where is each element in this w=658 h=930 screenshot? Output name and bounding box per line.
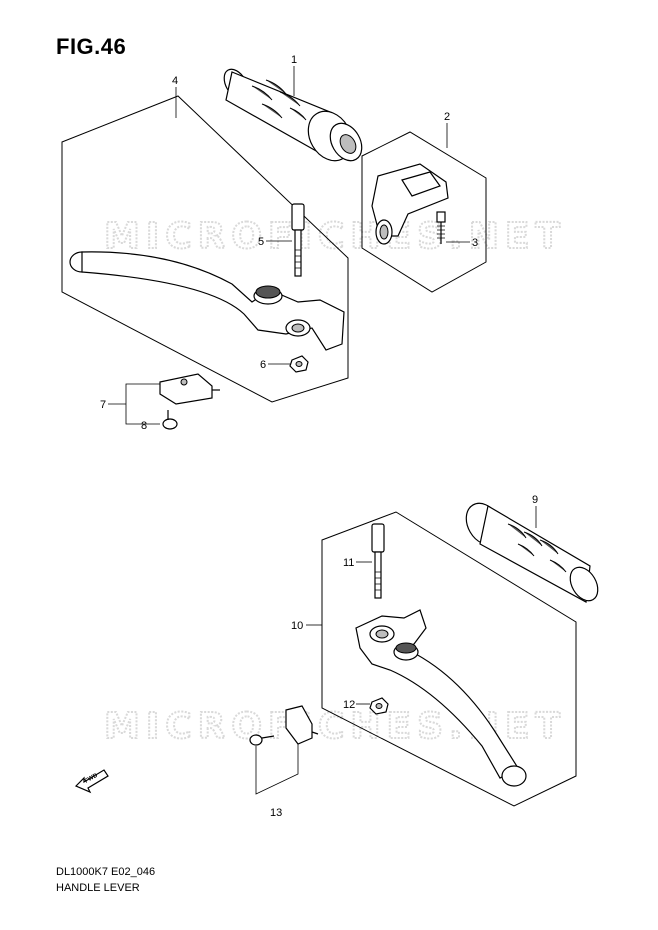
callout-3: 3 xyxy=(472,237,478,249)
callout-6: 6 xyxy=(260,359,266,371)
switch-screw xyxy=(162,410,178,430)
front-brake-switch xyxy=(159,373,220,405)
clutch-pivot-bolt xyxy=(371,523,385,599)
callout-13: 13 xyxy=(270,807,282,819)
clutch-lever xyxy=(355,609,527,787)
callout-11: 11 xyxy=(343,557,354,569)
lever-pivot-bolt xyxy=(291,203,305,277)
callout-5: 5 xyxy=(258,236,264,248)
callout-2: 2 xyxy=(444,111,450,123)
clutch-pivot-nut xyxy=(369,697,389,715)
watermark-top: MICROFICHES.NET xyxy=(104,216,566,257)
callout-1: 1 xyxy=(291,54,297,66)
model-code: DL1000K7 E02_046 xyxy=(56,866,156,878)
callout-7: 7 xyxy=(100,399,106,411)
callout-4: 4 xyxy=(172,75,178,87)
callout-8: 8 xyxy=(141,420,147,432)
callout-9: 9 xyxy=(532,494,538,506)
pivot-nut xyxy=(289,355,309,373)
brake-lever xyxy=(69,251,345,351)
forward-direction-arrow: FWD xyxy=(74,769,109,794)
section-name: HANDLE LEVER xyxy=(56,882,140,894)
left-hand-grip xyxy=(465,502,599,603)
callout-12: 12 xyxy=(343,699,355,711)
throttle-grip xyxy=(223,68,363,162)
assembly-frame-10 xyxy=(321,511,577,807)
assembly-frame-2 xyxy=(361,131,487,293)
callout-10: 10 xyxy=(291,620,303,632)
figure-title: FIG.46 xyxy=(56,34,127,59)
clutch-lever-switch xyxy=(249,705,319,746)
housing-screw xyxy=(436,211,446,244)
assembly-frame-4 xyxy=(61,95,349,403)
throttle-housing xyxy=(371,163,449,245)
